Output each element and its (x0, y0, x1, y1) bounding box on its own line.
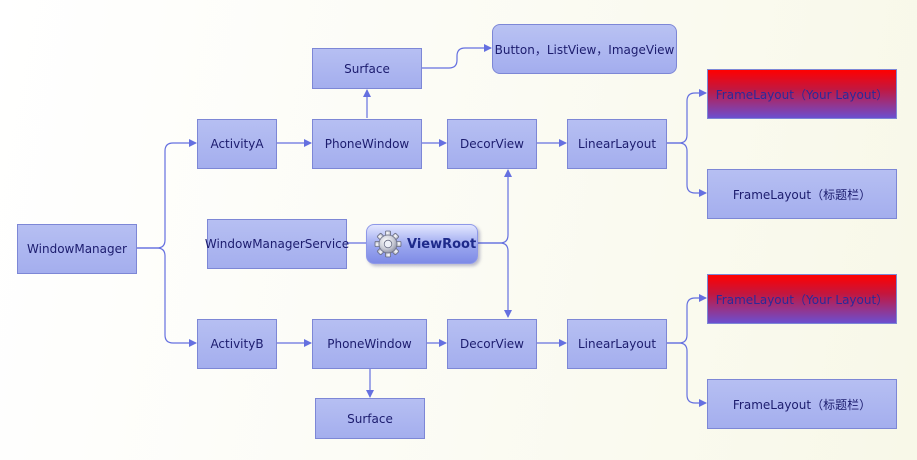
gear-icon (374, 230, 402, 258)
edge-linear-a-frame-title (667, 142, 707, 197)
edge-wm-activity-b (137, 247, 197, 347)
decor-view-b-node: DecorView (447, 319, 537, 369)
linear-layout-a-node: LinearLayout (567, 119, 667, 169)
edge-viewroot-decor-a (478, 169, 512, 244)
frame-layout-content-a-node: FrameLayout（Your Layout） (707, 69, 897, 119)
edge-linear-a-frame-content (667, 89, 707, 144)
decor-view-a-node: DecorView (447, 119, 537, 169)
frame-layout-content-b-node: FrameLayout（Your Layout） (707, 274, 897, 324)
edge-surface-widgets (422, 44, 492, 69)
widgets-node: Button，ListView，ImageView (492, 24, 677, 74)
surface-b-node: Surface (315, 398, 425, 439)
frame-layout-title-a-node: FrameLayout（标题栏） (707, 169, 897, 219)
activity-a-node: ActivityA (197, 119, 277, 169)
edge-viewroot-decor-b (478, 242, 512, 318)
window-manager-service-node: WindowManagerService (205, 219, 349, 269)
phone-window-b-node: PhoneWindow (312, 319, 427, 369)
view-root-node: ViewRoot (366, 224, 478, 264)
view-root-label: ViewRoot (407, 236, 477, 252)
activity-b-node: ActivityB (197, 319, 277, 369)
edge-linear-b-frame-title (667, 342, 707, 407)
phone-window-a-node: PhoneWindow (312, 119, 422, 169)
window-manager-node: WindowManager (17, 224, 137, 274)
edge-linear-b-frame-content (667, 294, 707, 344)
edge-wm-activity-a (137, 139, 197, 249)
frame-layout-title-b-node: FrameLayout（标题栏） (707, 379, 897, 429)
surface-a-node: Surface (312, 48, 422, 89)
linear-layout-b-node: LinearLayout (567, 319, 667, 369)
